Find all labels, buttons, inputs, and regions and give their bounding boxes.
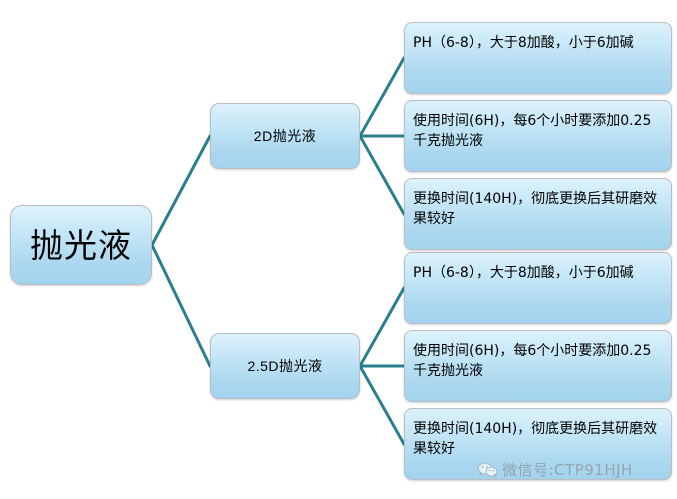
- link-branch-0-to-leaf-2: [358, 134, 406, 216]
- link-branch-1-to-leaf-2: [358, 364, 406, 446]
- leaf-node-25d-usage-time[interactable]: 使用时间(6H)，每6个小时要添加0.25千克抛光液: [404, 330, 672, 402]
- leaf-node-2d-ph[interactable]: PH（6-8），大于8加酸，小于6加碱: [404, 22, 672, 94]
- branch-node-25d[interactable]: 2.5D抛光液: [210, 333, 360, 399]
- link-root-to-branch-1: [150, 243, 212, 368]
- leaf-node-25d-ph-label: PH（6-8），大于8加酸，小于6加碱: [413, 265, 634, 281]
- link-branch-0-to-leaf-0: [358, 56, 406, 138]
- root-node[interactable]: 抛光液: [10, 205, 152, 285]
- leaf-node-25d-replace-time-label: 更换时间(140H)，彻底更换后其研磨效果较好: [413, 421, 658, 458]
- leaf-node-25d-usage-time-label: 使用时间(6H)，每6个小时要添加0.25千克抛光液: [413, 343, 652, 380]
- branch-node-25d-label: 2.5D抛光液: [247, 358, 323, 374]
- branch-node-2d-label: 2D抛光液: [253, 128, 317, 144]
- leaf-node-25d-ph[interactable]: PH（6-8），大于8加酸，小于6加碱: [404, 252, 672, 324]
- leaf-node-25d-replace-time[interactable]: 更换时间(140H)，彻底更换后其研磨效果较好: [404, 408, 672, 480]
- leaf-node-2d-replace-time[interactable]: 更换时间(140H)，彻底更换后其研磨效果较好: [404, 178, 672, 250]
- branch-node-2d[interactable]: 2D抛光液: [210, 103, 360, 169]
- leaf-node-2d-ph-label: PH（6-8），大于8加酸，小于6加碱: [413, 35, 634, 51]
- root-node-label: 抛光液: [30, 225, 132, 265]
- link-branch-1-to-leaf-0: [358, 286, 406, 368]
- leaf-node-2d-usage-time-label: 使用时间(6H)，每6个小时要添加0.25千克抛光液: [413, 113, 652, 150]
- leaf-node-2d-usage-time[interactable]: 使用时间(6H)，每6个小时要添加0.25千克抛光液: [404, 100, 672, 172]
- leaf-node-2d-replace-time-label: 更换时间(140H)，彻底更换后其研磨效果较好: [413, 191, 658, 228]
- link-root-to-branch-0: [150, 134, 212, 247]
